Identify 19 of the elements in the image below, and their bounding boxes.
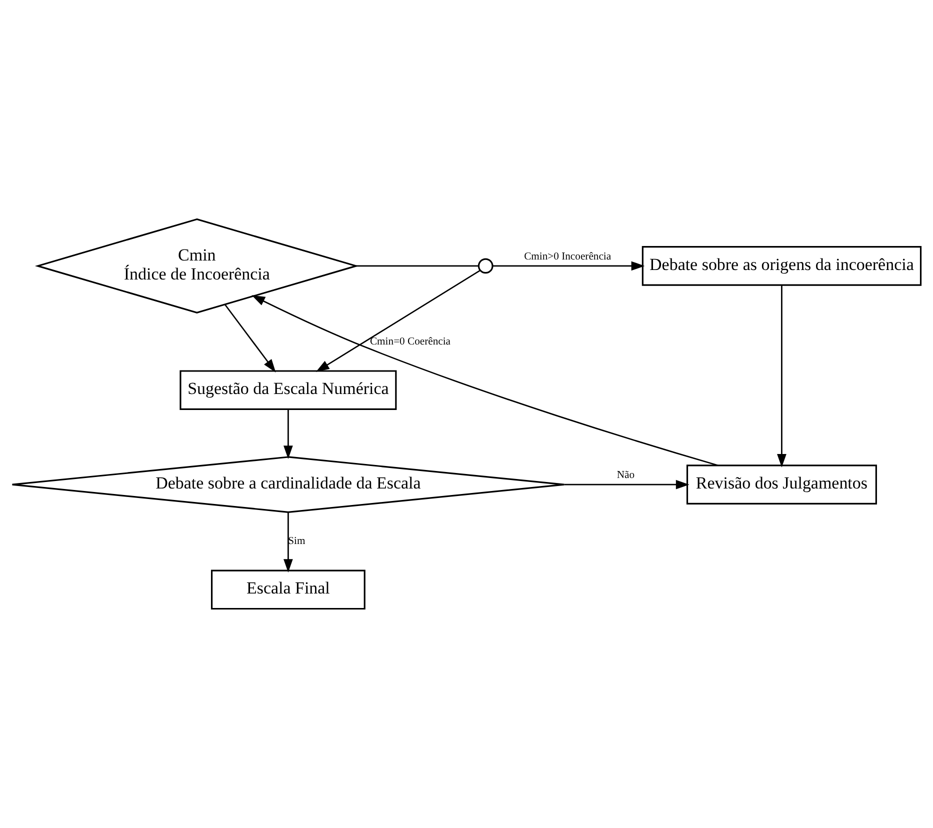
arrow: [224, 304, 276, 372]
arrow: [252, 295, 718, 466]
arrow: [284, 512, 293, 572]
arrow: [564, 480, 690, 490]
arrow: [777, 285, 786, 468]
connector: [356, 265, 479, 267]
node-circle: [478, 258, 494, 274]
edge-label: Não: [616, 470, 635, 482]
node-box: Sugestão da Escala Numérica: [180, 370, 397, 410]
arrow: [316, 270, 480, 372]
node-box: Escala Final: [210, 570, 366, 610]
arrow: [284, 409, 293, 459]
arrow: [492, 261, 645, 271]
edge-label: Cmin>0 Incoerência: [524, 252, 612, 263]
node-box: Debate sobre as origens da incoerência: [642, 246, 922, 286]
node-diamond: Cmin Índice de Incoerência: [34, 218, 359, 314]
node-box: Revisão dos Julgamentos: [686, 464, 877, 504]
node-diamond: Debate sobre a cardinalidade da Escala: [11, 456, 565, 513]
edge-label: Cmin=0 Coerência: [370, 336, 451, 348]
